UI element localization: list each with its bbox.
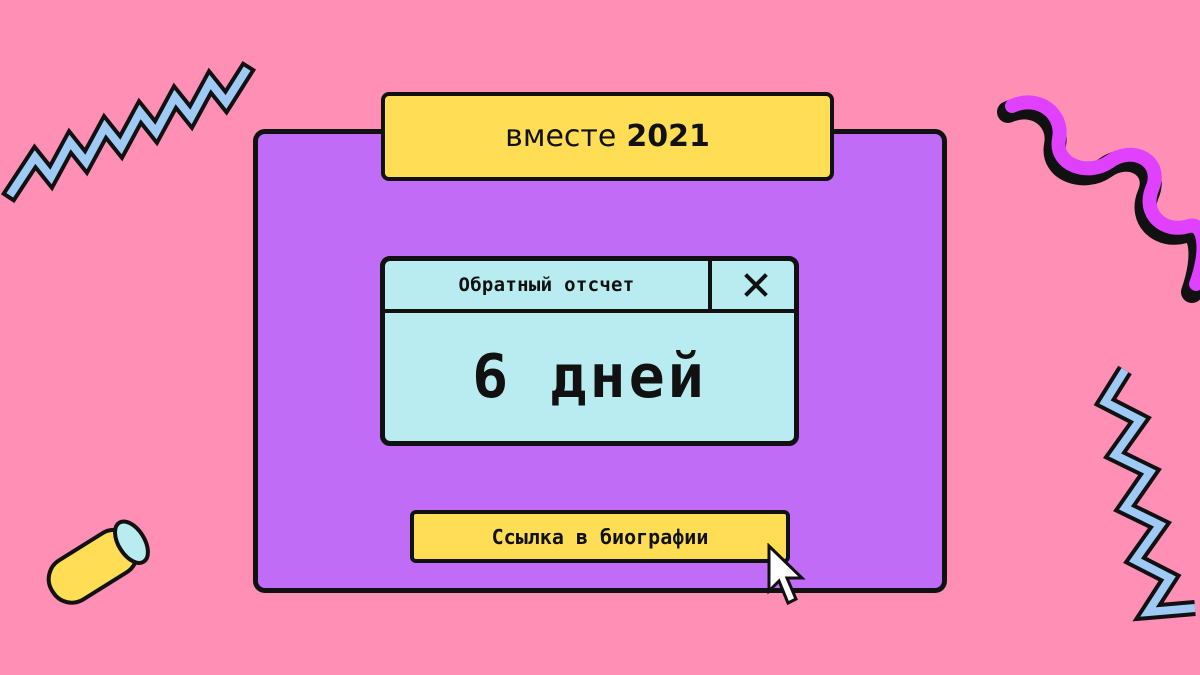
zigzag-decoration-right bbox=[1093, 365, 1196, 622]
title-prefix: вместе bbox=[505, 119, 617, 154]
zigzag-decoration-left bbox=[0, 60, 257, 204]
close-button[interactable] bbox=[708, 261, 794, 309]
close-icon bbox=[743, 273, 768, 297]
countdown-dialog: Обратный отсчет 6 дней bbox=[380, 256, 799, 446]
title-year: 2021 bbox=[626, 119, 710, 154]
dialog-title: Обратный отсчет bbox=[458, 274, 635, 296]
countdown-value: 6 дней bbox=[472, 342, 707, 412]
bio-link-button[interactable]: Ссылка в биографии bbox=[410, 510, 790, 563]
title-tab: вместе 2021 bbox=[381, 92, 834, 181]
dialog-header: Обратный отсчет bbox=[385, 261, 794, 313]
squiggle-decoration-right bbox=[997, 95, 1200, 303]
cylinder-decoration bbox=[46, 519, 150, 605]
arrow-cursor-icon bbox=[767, 543, 806, 606]
